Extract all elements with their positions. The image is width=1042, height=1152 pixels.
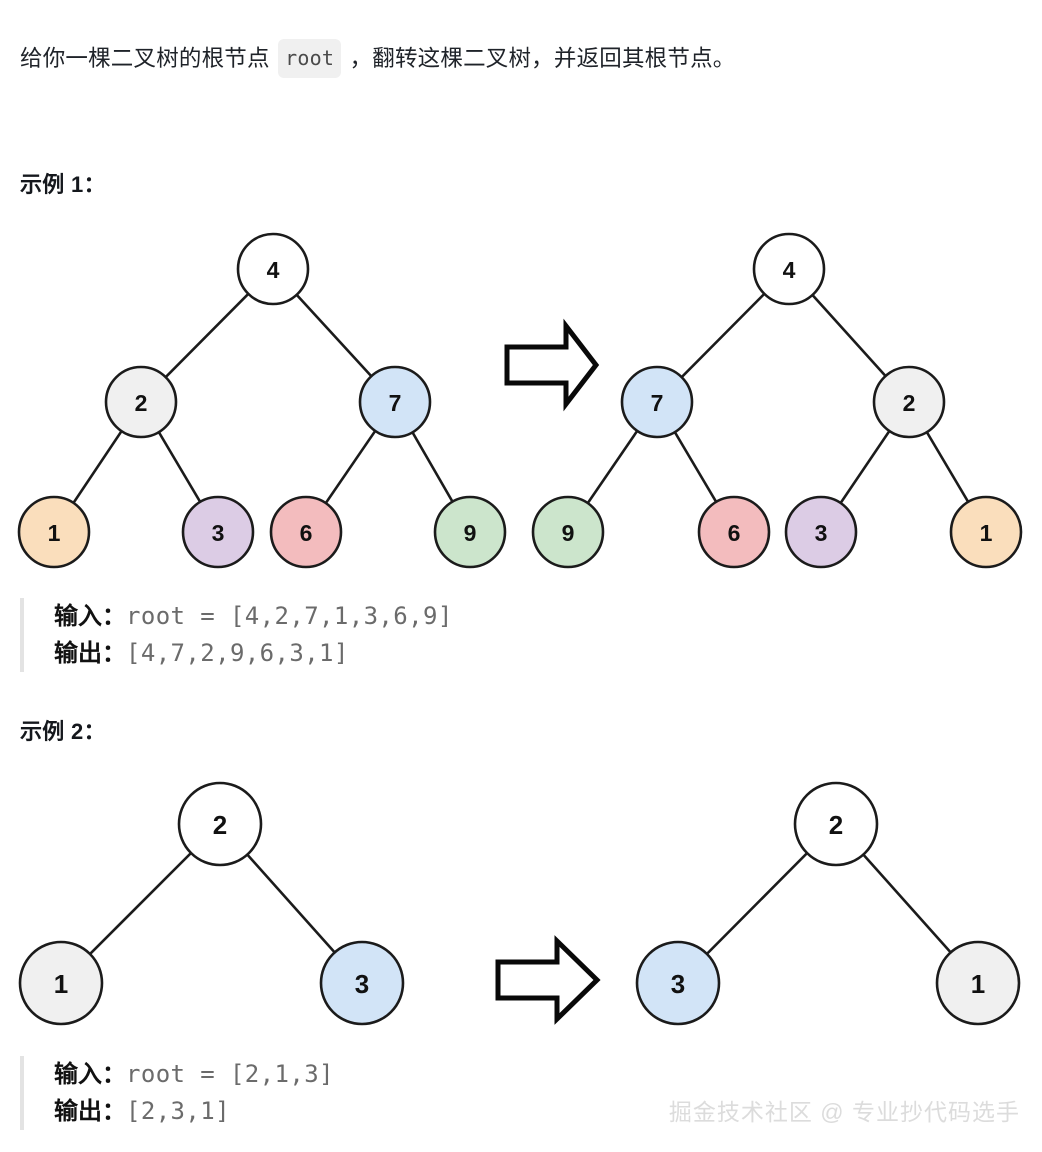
tree-node-label: 2 bbox=[135, 390, 148, 416]
tree-node bbox=[18, 940, 104, 1026]
tree-node-label: 7 bbox=[389, 390, 402, 416]
tree-node bbox=[181, 495, 255, 569]
tree-node-label: 1 bbox=[980, 520, 993, 546]
tree-node-label: 4 bbox=[783, 257, 796, 283]
tree-node-label: 2 bbox=[213, 810, 227, 840]
tree-node bbox=[236, 232, 310, 306]
input-value: root = [4,2,7,1,3,6,9] bbox=[126, 602, 453, 630]
example-2-heading: 示例 2： bbox=[20, 719, 106, 744]
tree-node bbox=[872, 365, 946, 439]
tree-node-label: 3 bbox=[212, 520, 225, 546]
example-1-after-nodes: 4 7 2 9 6 3 1 bbox=[531, 232, 1023, 569]
tree-node-label: 7 bbox=[651, 390, 664, 416]
tree-node-label: 2 bbox=[829, 810, 843, 840]
tree-node bbox=[319, 940, 405, 1026]
output-label: 输出： bbox=[54, 640, 126, 667]
tree-node-label: 3 bbox=[671, 969, 685, 999]
example-1-figure: 4 2 7 1 3 6 9 bbox=[0, 228, 1042, 578]
example-2-io-block: 输入：root = [2,1,3] 输出：[2,3,1] bbox=[20, 1056, 334, 1130]
tree-node-label: 1 bbox=[54, 969, 68, 999]
tree-node bbox=[784, 495, 858, 569]
tree-node-label: 1 bbox=[971, 969, 985, 999]
tree-node-label: 6 bbox=[728, 520, 741, 546]
tree-node bbox=[531, 495, 605, 569]
tree-node-label: 3 bbox=[355, 969, 369, 999]
tree-node-label: 6 bbox=[300, 520, 313, 546]
example-2-output-line: 输出：[2,3,1] bbox=[54, 1093, 334, 1130]
tree-node-label: 4 bbox=[267, 257, 280, 283]
problem-description-after: ，翻转这棵二叉树，并返回其根节点。 bbox=[343, 45, 736, 71]
example-1-before-nodes: 4 2 7 1 3 6 9 bbox=[17, 232, 507, 569]
tree-node bbox=[104, 365, 178, 439]
example-1-io-block: 输入：root = [4,2,7,1,3,6,9] 输出：[4,7,2,9,6,… bbox=[20, 598, 453, 672]
tree-node bbox=[935, 940, 1021, 1026]
tree-node bbox=[793, 781, 879, 867]
input-label: 输入： bbox=[54, 1061, 126, 1088]
tree-node bbox=[752, 232, 826, 306]
tree-node-label: 9 bbox=[464, 520, 477, 546]
problem-description-before: 给你一棵二叉树的根节点 bbox=[20, 45, 277, 71]
example-1-input-line: 输入：root = [4,2,7,1,3,6,9] bbox=[54, 598, 453, 635]
tree-node bbox=[697, 495, 771, 569]
example-1-heading: 示例 1： bbox=[20, 172, 106, 197]
tree-node bbox=[433, 495, 507, 569]
tree-node bbox=[177, 781, 263, 867]
tree-node bbox=[269, 495, 343, 569]
tree-node-label: 1 bbox=[48, 520, 61, 546]
input-label: 输入： bbox=[54, 603, 126, 630]
tree-node bbox=[620, 365, 694, 439]
example-1-output-line: 输出：[4,7,2,9,6,3,1] bbox=[54, 635, 453, 672]
problem-description: 给你一棵二叉树的根节点 root ，翻转这棵二叉树，并返回其根节点。 bbox=[20, 38, 1020, 78]
example-2-figure: 2 1 3 2 3 1 bbox=[0, 778, 1042, 1033]
tree-node-label: 3 bbox=[815, 520, 828, 546]
example-2-before-nodes: 2 1 3 bbox=[18, 781, 405, 1026]
tree-node bbox=[635, 940, 721, 1026]
example-2-input-line: 输入：root = [2,1,3] bbox=[54, 1056, 334, 1093]
watermark: 掘金技术社区 @ 专业抄代码选手 bbox=[668, 1099, 1020, 1125]
hollow-right-arrow-icon bbox=[504, 318, 600, 412]
tree-node bbox=[949, 495, 1023, 569]
tree-node-label: 9 bbox=[562, 520, 575, 546]
hollow-right-arrow-icon bbox=[495, 935, 601, 1025]
tree-node bbox=[17, 495, 91, 569]
tree-node-label: 2 bbox=[903, 390, 916, 416]
output-value: [4,7,2,9,6,3,1] bbox=[126, 639, 349, 667]
inline-code-root: root bbox=[278, 38, 342, 78]
output-label: 输出： bbox=[54, 1098, 126, 1125]
example-2-after-nodes: 2 3 1 bbox=[635, 781, 1021, 1026]
tree-node bbox=[358, 365, 432, 439]
input-value: root = [2,1,3] bbox=[126, 1060, 334, 1088]
output-value: [2,3,1] bbox=[126, 1097, 230, 1125]
